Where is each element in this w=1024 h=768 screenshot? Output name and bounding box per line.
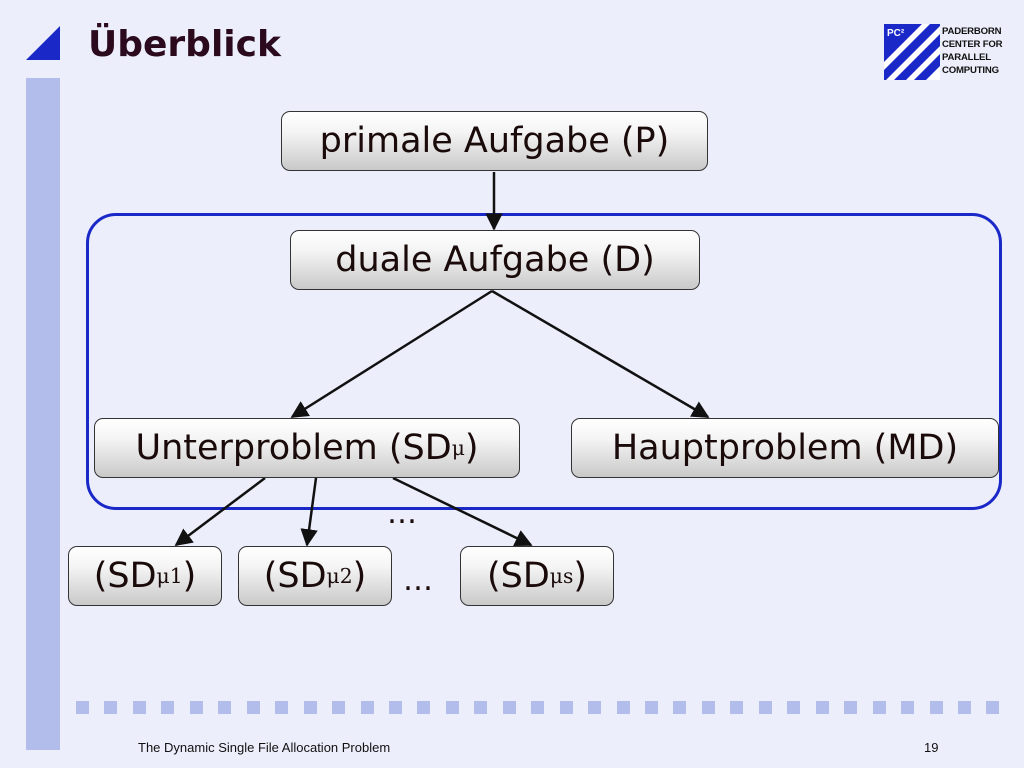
ellipsis-leaves: …: [403, 563, 433, 598]
leaf-1-close: ): [182, 556, 197, 596]
footer-dot: [246, 701, 260, 714]
footer-dot: [758, 701, 772, 714]
node-master-label: Hauptproblem (MD): [611, 428, 959, 468]
node-subproblem-label: Unterproblem (SD: [135, 428, 452, 468]
dual-group-frame: [86, 213, 1002, 510]
footer-dot: [417, 701, 431, 714]
footer-dot: [673, 701, 687, 714]
pc2-logo-mark: PC²: [884, 24, 940, 80]
pc2-logo: PC² PADERBORN CENTER FOR PARALLEL COMPUT…: [884, 24, 1003, 82]
footer-dot: [388, 701, 402, 714]
footer-dot: [360, 701, 374, 714]
logo-badge: PC²: [887, 28, 905, 39]
ellipsis-middle: …: [387, 496, 417, 531]
title-triangle-icon: [26, 26, 60, 60]
edge-dual-master: [491, 289, 710, 419]
footer-dot: [588, 701, 602, 714]
leaf-s-label: (SD: [486, 556, 550, 596]
footer-dot: [559, 701, 573, 714]
logo-line: CENTER FOR: [942, 39, 1003, 50]
footer-dot: [616, 701, 630, 714]
leaf-2-label: (SD: [263, 556, 327, 596]
leaf-2-close: ): [352, 556, 367, 596]
footer-dot: [787, 701, 801, 714]
footer-dot: [104, 701, 118, 714]
leaf-s-close: ): [573, 556, 588, 596]
footer-dot: [303, 701, 317, 714]
node-primal: primale Aufgabe (P): [281, 111, 708, 171]
logo-line: PARALLEL: [942, 52, 991, 63]
footer-dot: [76, 701, 89, 714]
footer-dot-rule: [76, 701, 1000, 715]
footer-dot: [445, 701, 459, 714]
footer-dot: [275, 701, 289, 714]
footer-dot: [701, 701, 715, 714]
edge-sub-leaf2: [300, 477, 318, 547]
footer-dot: [929, 701, 943, 714]
footer-dot: [332, 701, 346, 714]
node-dual: duale Aufgabe (D): [290, 230, 700, 290]
edge-sub-leaf1: [174, 477, 266, 547]
footer-dot: [815, 701, 829, 714]
left-accent-bar: [26, 78, 60, 750]
node-primal-label: primale Aufgabe (P): [319, 121, 670, 161]
footer-dot: [645, 701, 658, 714]
footer-dot: [986, 701, 1000, 714]
footer-dot: [844, 701, 858, 714]
footer-dot: [901, 701, 915, 714]
footer-dot: [474, 701, 488, 714]
node-master: Hauptproblem (MD): [571, 418, 999, 478]
footer-dot: [218, 701, 232, 714]
footer-dot: [161, 701, 175, 714]
edge-dual-sub: [290, 289, 493, 419]
footer-title: The Dynamic Single File Allocation Probl…: [138, 740, 391, 755]
footer-dot: [872, 701, 886, 714]
footer-dot: [502, 701, 516, 714]
logo-line: PADERBORN: [942, 26, 1002, 37]
edge-sub-leaf3: [392, 476, 533, 547]
footer-dot: [132, 701, 146, 714]
leaf-1-label: (SD: [93, 556, 157, 596]
footer-dot: [531, 701, 545, 714]
slide-title: Überblick: [88, 24, 281, 65]
footer-dot: [730, 701, 744, 714]
logo-wordmark: PADERBORN CENTER FOR PARALLEL COMPUTING: [942, 25, 1003, 77]
node-subproblem-close: ): [464, 428, 479, 468]
page-number: 19: [924, 740, 939, 755]
node-dual-label: duale Aufgabe (D): [335, 240, 655, 280]
footer-dot: [189, 701, 203, 714]
logo-line: COMPUTING: [942, 65, 999, 76]
footer-dot: [957, 701, 971, 714]
